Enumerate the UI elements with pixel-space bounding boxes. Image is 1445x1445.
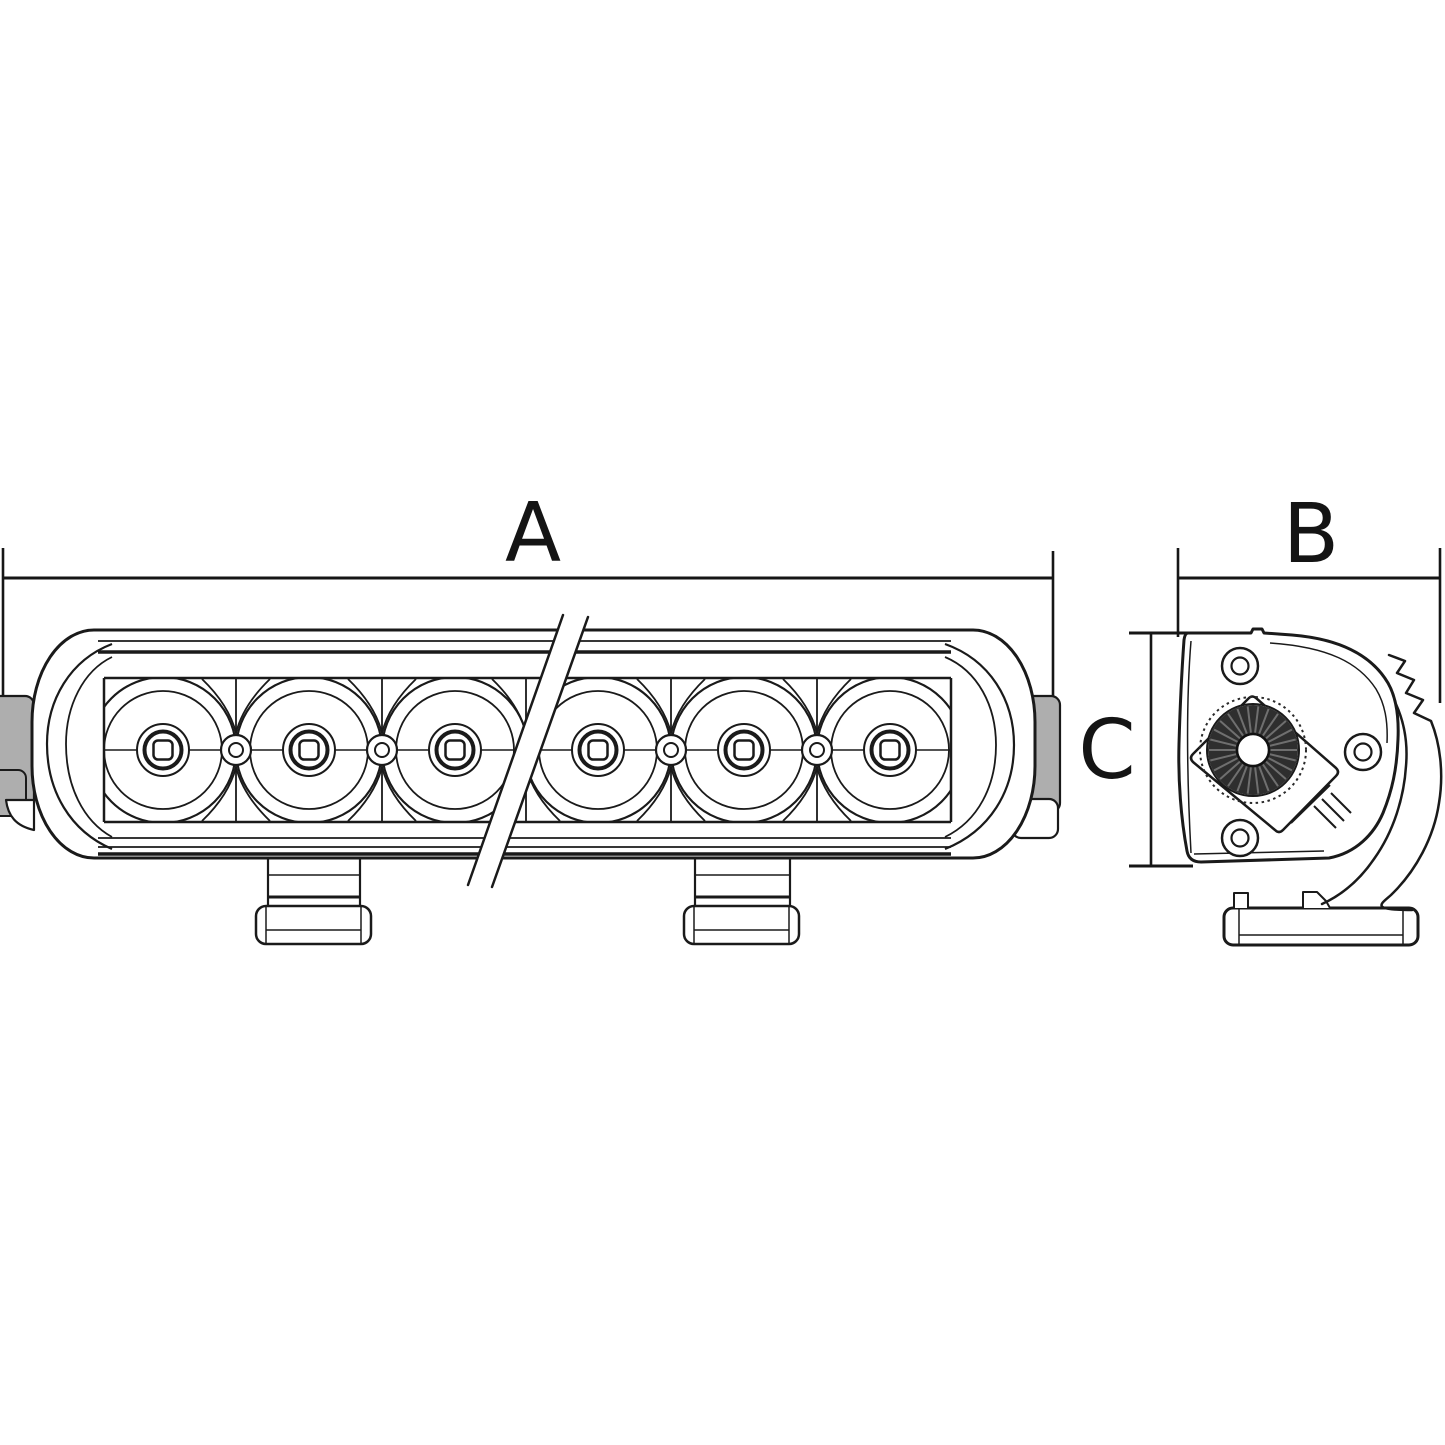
bracket-arm <box>1320 653 1443 912</box>
dimension-c: C <box>1078 631 1193 868</box>
lens-spoke <box>1268 757 1293 772</box>
left-end-tab <box>0 694 36 832</box>
lens-spoke <box>1213 728 1238 743</box>
lens-spokes <box>1209 706 1297 794</box>
lens-spoke <box>1246 706 1252 733</box>
lens-spoke <box>1265 760 1287 780</box>
lens-spoke <box>1262 763 1279 787</box>
dim-b-label: B <box>1283 487 1339 582</box>
dim-a-label: A <box>505 486 561 581</box>
separator-lens <box>800 733 834 767</box>
side-housing-inner-lines <box>1186 640 1388 855</box>
dim-c-label: C <box>1078 703 1135 798</box>
led-hubs <box>136 723 917 777</box>
separator-lens-inner <box>228 742 244 758</box>
lens-petal <box>201 678 271 822</box>
lens-spoke <box>1210 738 1237 747</box>
screw-hole <box>1220 818 1260 858</box>
separator-lens-inner <box>663 742 679 758</box>
mounting-foot-right <box>682 852 801 946</box>
lens-petal <box>782 678 852 822</box>
lens-spoke <box>1258 708 1270 734</box>
lens-spoke <box>1265 720 1287 740</box>
side-view <box>1177 627 1443 947</box>
lens-spoke <box>1227 713 1244 737</box>
adjustment-screw-hatch <box>1313 792 1352 829</box>
led-hub-ring <box>434 729 476 771</box>
lens-spoke <box>1246 767 1252 794</box>
screw-hole-inner <box>1230 828 1250 848</box>
left-end-cap <box>45 642 113 851</box>
led-die <box>298 739 320 761</box>
lens-spoke <box>1268 728 1293 743</box>
lens-spoke <box>1258 766 1270 792</box>
screw-hole <box>1220 646 1260 686</box>
lens-petal <box>636 678 706 822</box>
lens-spoke <box>1236 708 1248 734</box>
separator-lens <box>654 733 688 767</box>
separator-lens <box>219 733 253 767</box>
led-hub-ring <box>723 729 765 771</box>
dimension-a: A <box>1 486 1055 700</box>
lens-spoke <box>1254 767 1260 794</box>
right-end-cap <box>944 642 1016 851</box>
left-tab-foot <box>4 798 36 832</box>
lens-spoke <box>1210 753 1237 762</box>
lens-spoke <box>1236 766 1248 792</box>
led-die <box>733 739 755 761</box>
bracket-plate-edge <box>1290 784 1331 824</box>
front-view <box>0 613 1062 946</box>
led-separators <box>219 733 834 767</box>
lens-spoke <box>1219 760 1241 780</box>
lens-center-hole <box>1235 732 1271 768</box>
side-lens <box>1199 696 1307 804</box>
led-die <box>444 739 466 761</box>
lens-petal <box>347 678 417 822</box>
led-hub-ring <box>288 729 330 771</box>
lens-dotted-ring <box>1199 696 1307 804</box>
lens-spoke <box>1227 763 1244 787</box>
led-die <box>152 739 174 761</box>
led-die <box>587 739 609 761</box>
mounting-foot-left <box>254 852 373 946</box>
base-notch-left <box>1233 892 1249 909</box>
bracket-base <box>1222 891 1420 947</box>
lens-spoke <box>1269 753 1296 762</box>
separator-lens <box>365 733 399 767</box>
led-die <box>879 739 901 761</box>
lens-spoke <box>1219 720 1241 740</box>
side-screws <box>1220 646 1383 858</box>
lens-spoke <box>1262 713 1279 737</box>
led-hub-ring <box>869 729 911 771</box>
led-hub-ring <box>142 729 184 771</box>
screw-hole-inner <box>1353 742 1373 762</box>
housing-band-lines <box>98 640 951 856</box>
lens-spoke <box>1254 706 1260 733</box>
dimension-b: B <box>1176 487 1442 703</box>
led-hub-ring <box>577 729 619 771</box>
lens-spoke <box>1269 738 1296 747</box>
screw-hole-inner <box>1230 656 1250 676</box>
lens-spoke <box>1213 757 1238 772</box>
separator-lens-inner <box>374 742 390 758</box>
base-notch-middle <box>1302 891 1331 909</box>
break-symbol <box>466 613 590 889</box>
separator-lens-inner <box>809 742 825 758</box>
screw-hole <box>1343 732 1383 772</box>
